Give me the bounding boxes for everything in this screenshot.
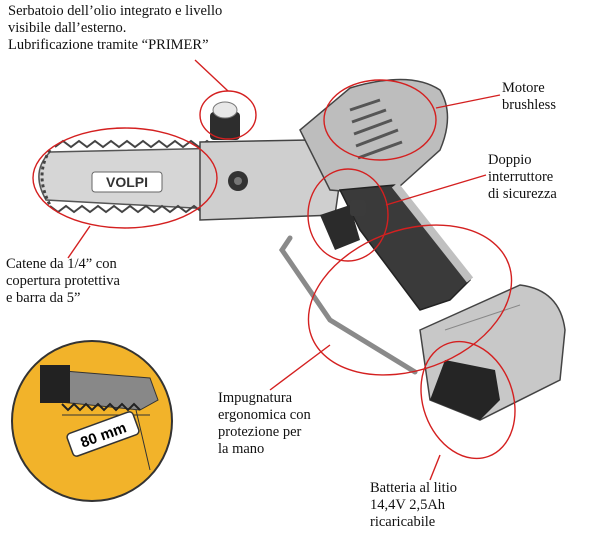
label-motor: Motore brushless bbox=[502, 80, 556, 113]
saw-body bbox=[199, 78, 566, 421]
inset-bar-size: 80 mm bbox=[11, 340, 173, 502]
callout-switch-ellipse bbox=[307, 168, 389, 262]
brand-logo: VOLPI bbox=[106, 174, 148, 190]
label-safety-switch: Doppio interruttore di sicurezza bbox=[488, 152, 557, 202]
label-oil-tank: Serbatoio dell’olio integrato e livello … bbox=[8, 3, 223, 53]
callout-grip-ellipse bbox=[307, 224, 513, 376]
callouts bbox=[32, 59, 516, 481]
label-chain: Catene da 1/4” con copertura protettiva … bbox=[6, 256, 120, 306]
callout-battery-ellipse bbox=[420, 340, 516, 460]
callout-chain-ellipse bbox=[32, 127, 218, 229]
callout-motor-ellipse bbox=[323, 79, 437, 161]
label-battery: Batteria al litio 14,4V 2,5Ah ricaricabi… bbox=[370, 480, 457, 530]
label-grip: Impugnatura ergonomica con protezione pe… bbox=[218, 390, 311, 457]
